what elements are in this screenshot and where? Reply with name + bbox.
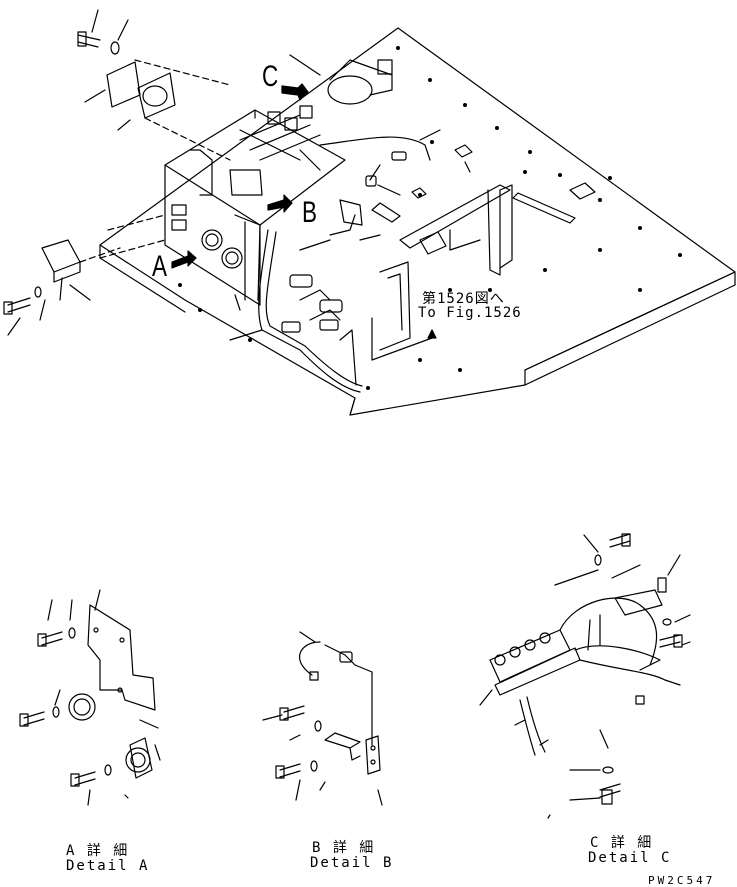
- reference-jp: 第1526図へ: [422, 291, 505, 307]
- floor-plate: [99, 27, 736, 416]
- detail-b-caption-en: Detail B: [310, 855, 394, 871]
- detail-a-drawing: [19, 589, 161, 806]
- callout-c-label: C: [262, 60, 279, 93]
- detail-b-drawing: [262, 631, 383, 806]
- detail-c-drawing: [479, 533, 691, 819]
- detail-c-caption-en: Detail C: [588, 850, 672, 866]
- reference-outline: [99, 214, 437, 361]
- mounting-bracket: [371, 184, 513, 276]
- detail-b-caption-jp: B 詳 細: [312, 840, 376, 856]
- callout-b-label: B: [302, 196, 318, 229]
- leader-lines: [229, 54, 471, 341]
- detail-a-caption-jp: A 詳 細: [66, 843, 130, 859]
- detail-a-caption-en: Detail A: [66, 858, 150, 874]
- wire-harness: [258, 59, 431, 393]
- reference-en: To Fig.1526: [418, 305, 522, 321]
- exploded-left: [3, 239, 121, 336]
- detail-c-caption-jp: C 詳 細: [590, 835, 654, 851]
- callout-arrows: [171, 83, 309, 269]
- drawing-id: PW2C547: [648, 874, 716, 887]
- callout-a-label: A: [152, 250, 168, 283]
- switch-panel: [164, 105, 346, 306]
- exploded-top-left: [77, 9, 231, 161]
